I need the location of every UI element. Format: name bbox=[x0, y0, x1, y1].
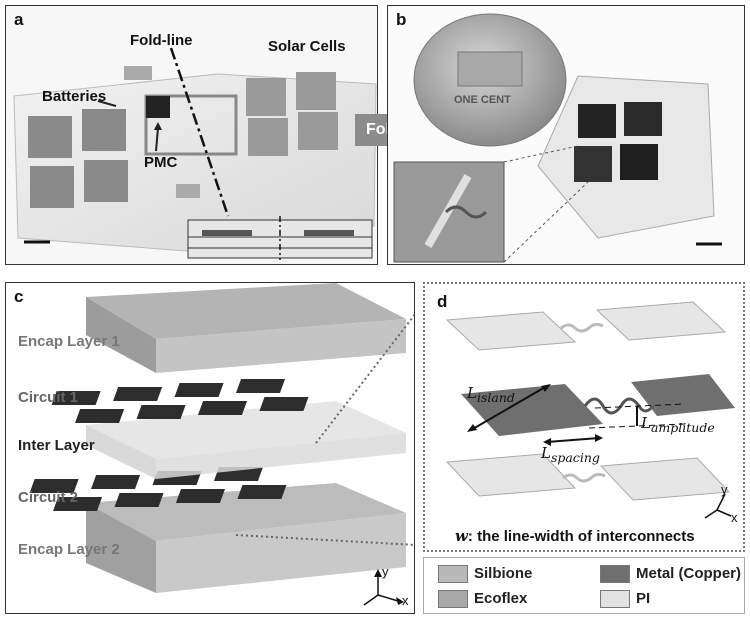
legend-swatch-silbione bbox=[438, 565, 468, 583]
axis-x-d: x bbox=[731, 510, 738, 525]
panel-a-photo bbox=[6, 6, 377, 264]
panel-a: a Fold-line Solar Cells Batteries PMC bbox=[5, 5, 378, 265]
axis-y-c: y bbox=[382, 564, 389, 579]
legend-label-metal: Metal (Copper) bbox=[636, 565, 741, 582]
legend-swatch-metal bbox=[600, 565, 630, 583]
panel-c: c Encap Layer 1 Circuit 1 Inter Layer Ci… bbox=[5, 282, 415, 614]
panel-c-letter: c bbox=[14, 287, 24, 306]
legend-label-silbione: Silbione bbox=[474, 565, 533, 582]
legend-swatch-pi bbox=[600, 590, 630, 608]
layer-label-encap-2: Encap Layer 2 bbox=[18, 541, 120, 558]
panel-d-letter: d bbox=[437, 292, 448, 311]
l-amplitude-label: Lamplitude bbox=[641, 414, 715, 435]
panel-b: b ONE CENT bbox=[387, 5, 745, 265]
coin-text: ONE CENT bbox=[454, 94, 511, 106]
panel-d-schematic bbox=[445, 301, 735, 519]
layer-label-circuit-2: Circuit 2 bbox=[18, 489, 79, 506]
layer-label-circuit-1: Circuit 1 bbox=[18, 389, 79, 406]
axis-y-d: y bbox=[721, 482, 728, 497]
fold-line-label: Fold-line bbox=[130, 32, 193, 49]
legend-swatch-ecoflex bbox=[438, 590, 468, 608]
layer-label-inter: Inter Layer bbox=[18, 437, 95, 454]
solar-cells-label: Solar Cells bbox=[268, 38, 346, 55]
panel-a-letter: a bbox=[14, 10, 24, 29]
interconnect-caption: w: the line-width of interconnects bbox=[455, 527, 695, 545]
pmc-label: PMC bbox=[144, 154, 178, 171]
legend-label-ecoflex: Ecoflex bbox=[474, 590, 528, 607]
panel-b-photo bbox=[388, 6, 744, 264]
layer-label-encap-1: Encap Layer 1 bbox=[18, 333, 120, 350]
axis-x-c: x bbox=[402, 593, 409, 608]
legend-label-pi: PI bbox=[636, 590, 651, 607]
l-island-label: Lisland bbox=[467, 384, 515, 405]
panel-c-exploded-view bbox=[29, 283, 414, 606]
l-spacing-label: Lspacing bbox=[541, 444, 600, 465]
panel-d: d Lisland Lamplitude Lspacing y x w: the… bbox=[423, 282, 745, 552]
legend: Silbione Metal (Copper) Ecoflex PI bbox=[423, 557, 745, 614]
batteries-label: Batteries bbox=[42, 88, 107, 105]
panel-b-letter: b bbox=[396, 10, 407, 29]
